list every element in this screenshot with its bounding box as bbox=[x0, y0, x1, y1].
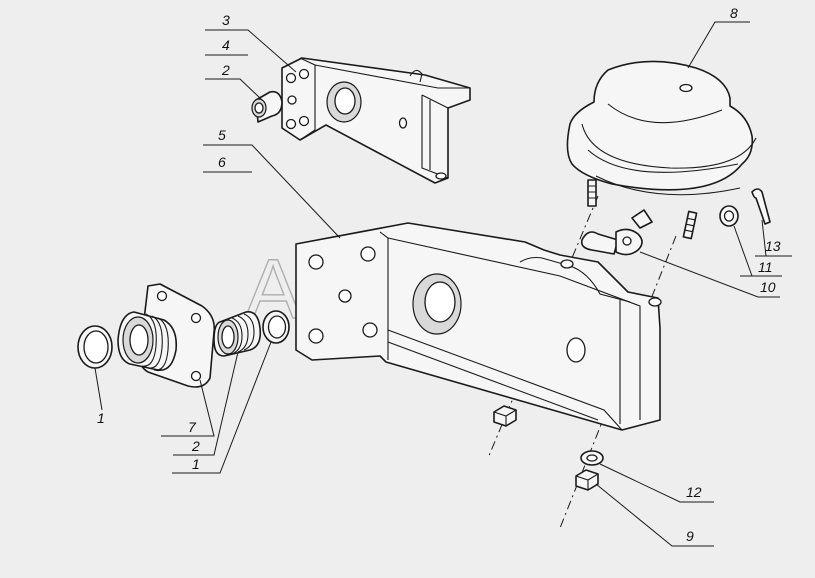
small-bracket bbox=[281, 57, 471, 184]
clevis-pin bbox=[580, 228, 643, 256]
threaded-sleeve bbox=[213, 311, 262, 357]
seal-ring-left bbox=[77, 325, 113, 369]
callout-12: 12 bbox=[686, 484, 702, 500]
callout-5: 5 bbox=[218, 127, 226, 143]
callout-6: 6 bbox=[218, 154, 226, 170]
callout-7: 7 bbox=[188, 419, 197, 435]
washer-11 bbox=[719, 205, 739, 227]
callout-3: 3 bbox=[222, 12, 230, 28]
callout-11: 11 bbox=[758, 259, 773, 275]
callout-9: 9 bbox=[686, 528, 694, 544]
main-bracket bbox=[295, 222, 662, 431]
seal-ring-right bbox=[262, 310, 290, 344]
callout-1-bottom: 1 bbox=[192, 456, 200, 472]
callout-10: 10 bbox=[760, 279, 776, 295]
callout-2-top: 2 bbox=[221, 62, 230, 78]
callout-1-left: 1 bbox=[97, 410, 105, 426]
nut-upper bbox=[493, 405, 517, 427]
callout-8: 8 bbox=[730, 5, 738, 21]
washer-12 bbox=[580, 450, 604, 466]
brake-chamber bbox=[566, 60, 757, 240]
callout-4: 4 bbox=[222, 37, 230, 53]
callout-labels: 3 4 2 5 6 8 13 11 10 1 7 2 1 12 9 bbox=[97, 5, 781, 544]
callout-13: 13 bbox=[765, 238, 781, 254]
nut-9 bbox=[575, 469, 599, 491]
leader-lines bbox=[94, 21, 792, 547]
cotter-pin-13 bbox=[751, 188, 771, 225]
flange-fitting bbox=[117, 283, 216, 388]
callout-2-bottom: 2 bbox=[191, 438, 200, 454]
sleeve-top bbox=[251, 90, 283, 123]
